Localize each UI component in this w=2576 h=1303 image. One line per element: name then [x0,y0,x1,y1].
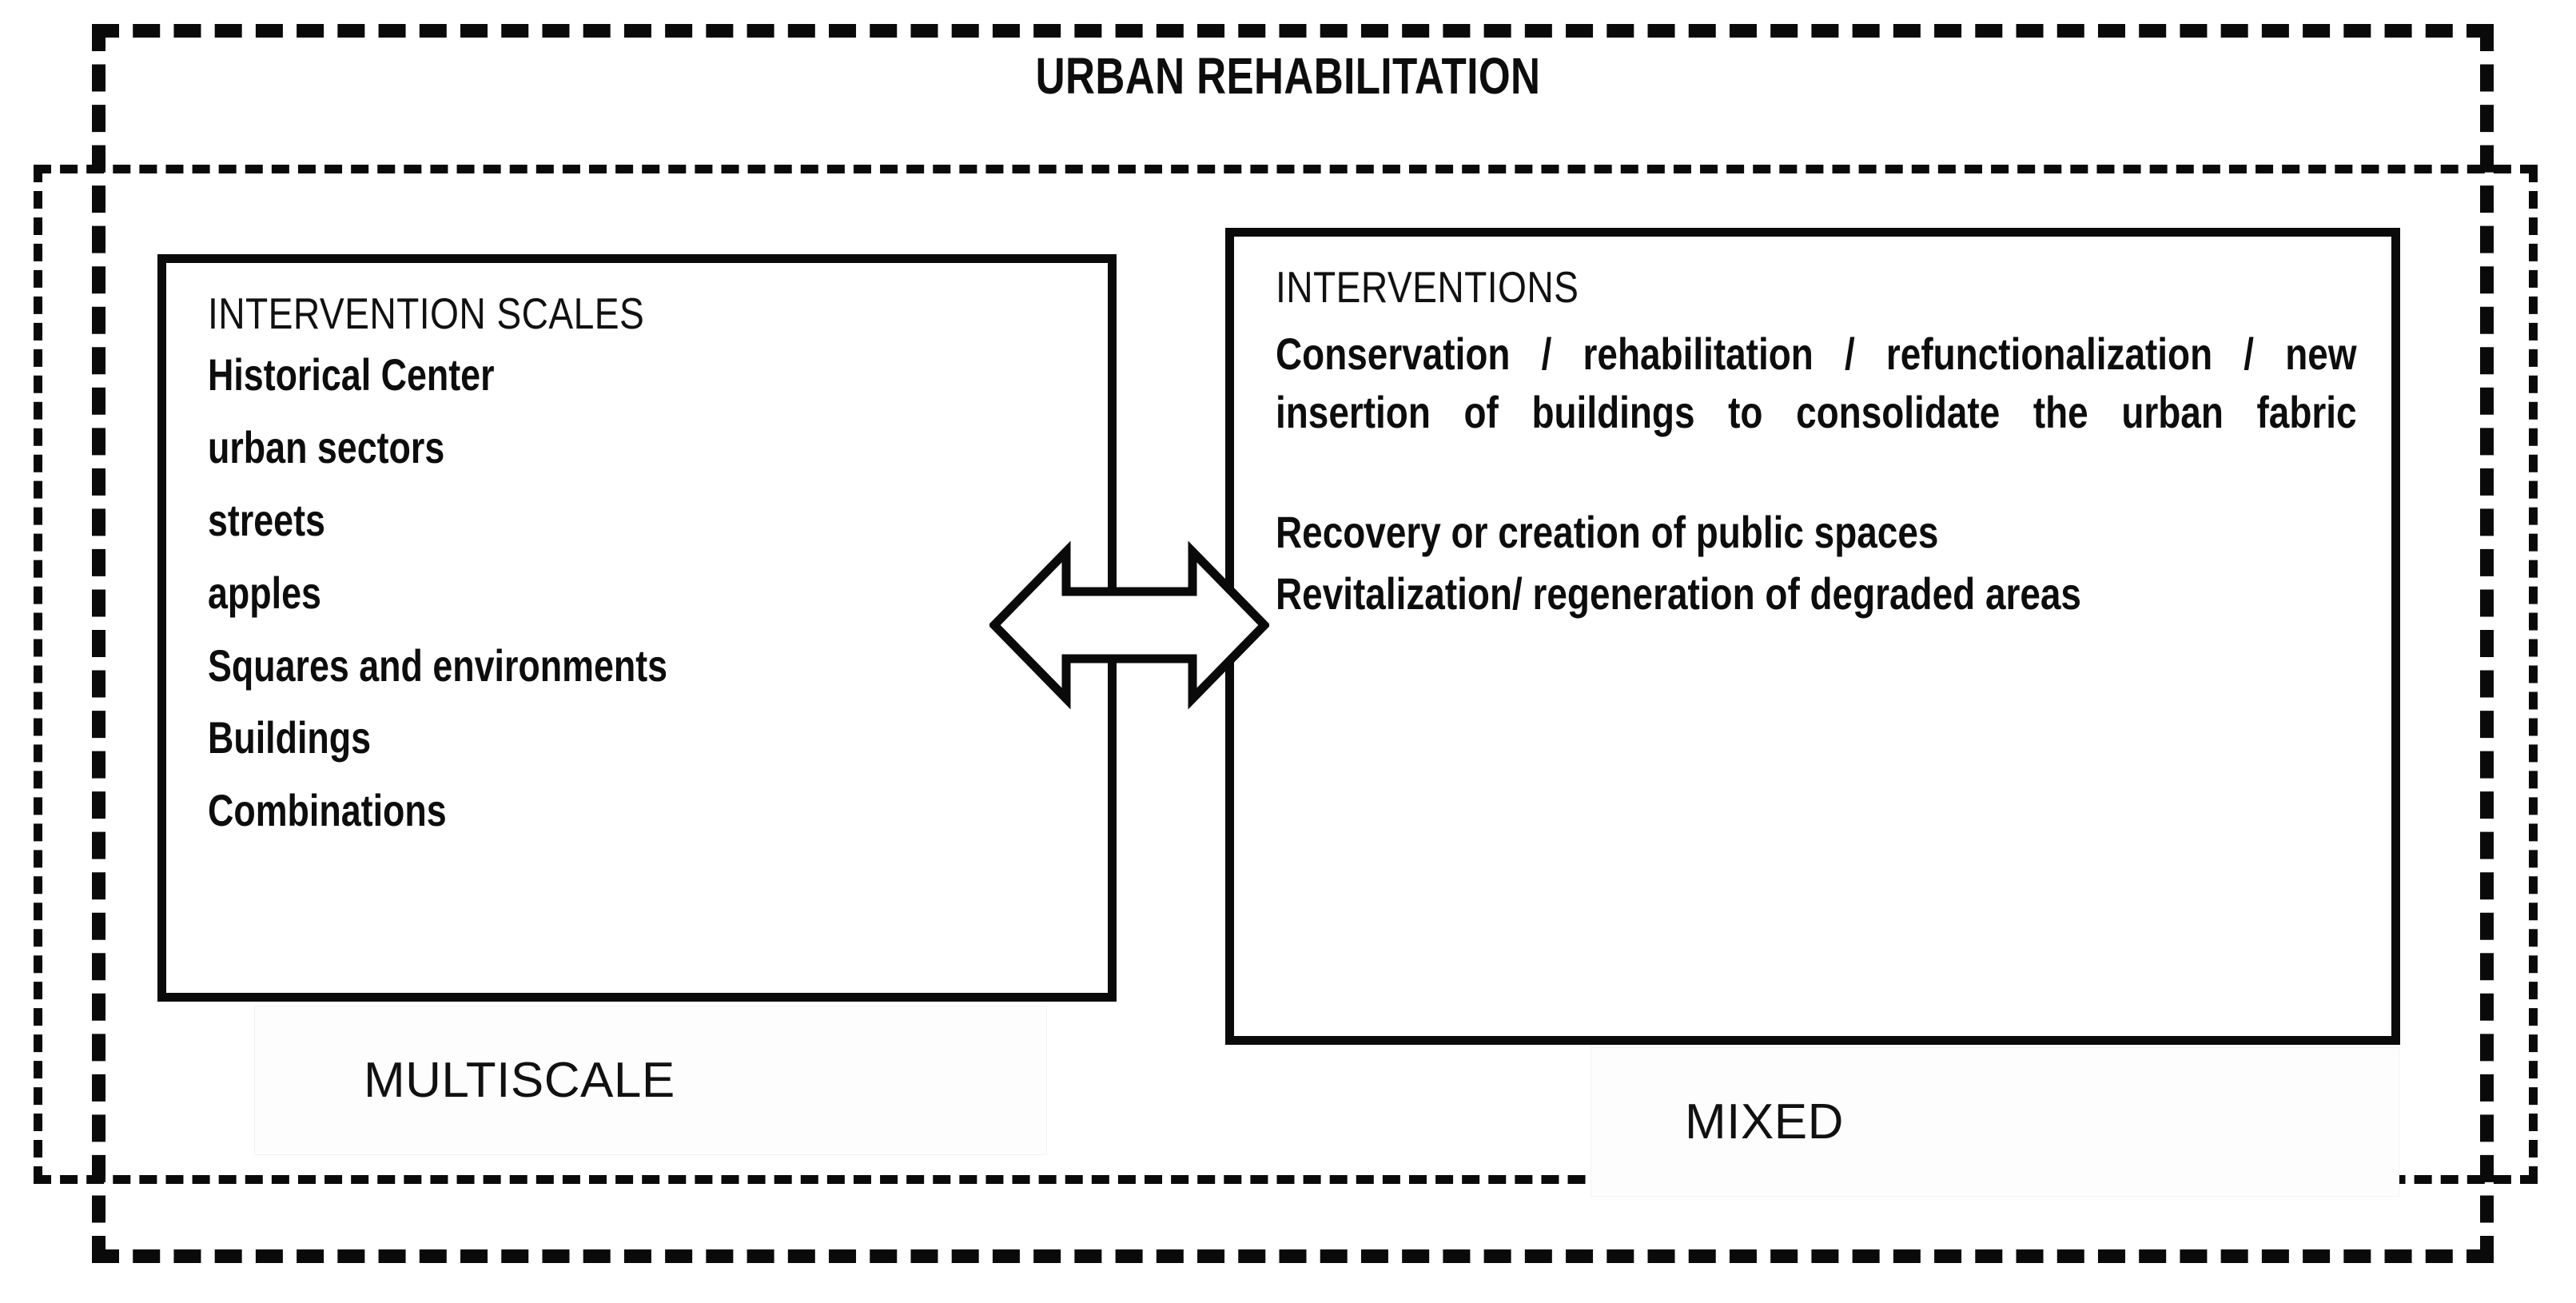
caption-multiscale: MULTISCALE [364,1053,675,1108]
list-item: streets [208,494,325,545]
interventions-paragraph: Revitalization/ regeneration of degraded… [1276,568,2081,619]
interventions-box: INTERVENTIONS Conservation / rehabilitat… [1225,228,2400,1045]
outer-dashed-frame [92,24,2494,1263]
interventions-paragraph: Conservation / rehabilitation / refuncti… [1276,329,2357,438]
list-item: Combinations [208,785,447,836]
intervention-scales-box: INTERVENTION SCALES Historical Center ur… [157,254,1117,1002]
list-item: Buildings [208,712,372,763]
list-item: Historical Center [208,349,495,400]
interventions-heading: INTERVENTIONS [1276,262,1579,312]
list-item: Squares and environments [208,640,668,691]
caption-mixed: MIXED [1685,1094,1844,1150]
inner-dashed-frame [34,165,2538,1184]
interventions-content: INTERVENTIONS Conservation / rehabilitat… [1234,237,2391,1036]
list-item: urban sectors [208,422,445,473]
caption-backdrop-left [254,1006,1047,1155]
caption-backdrop-right [1591,1047,2399,1197]
interventions-paragraph: Recovery or creation of public spaces [1276,506,1939,557]
intervention-scales-content: INTERVENTION SCALES Historical Center ur… [166,263,1108,993]
intervention-scales-heading: INTERVENTION SCALES [208,289,645,338]
diagram-title: URBAN REHABILITATION [1035,47,1541,105]
list-item: apples [208,567,321,618]
double-headed-arrow-icon [988,537,1271,713]
